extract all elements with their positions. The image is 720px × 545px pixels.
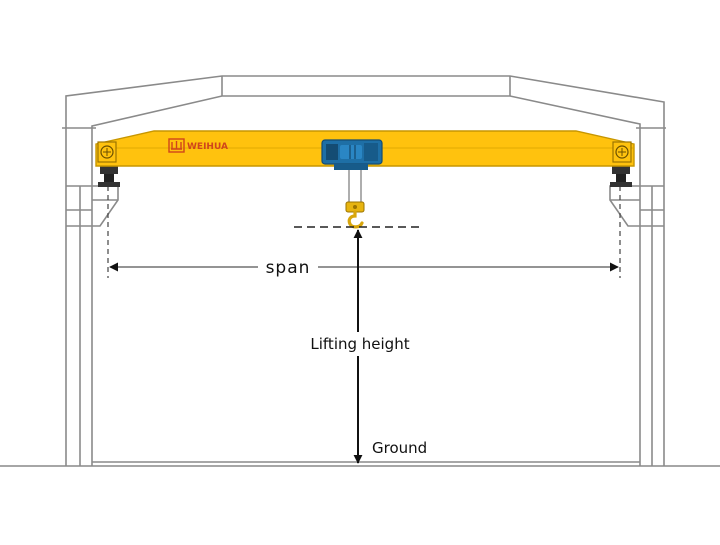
hoist-ropes: [348, 170, 362, 204]
end-truck-right: [610, 164, 632, 187]
lifting-height-dimension: Lifting height Ground: [310, 229, 427, 464]
brand-logo: [168, 138, 185, 153]
lifting-height-label: Lifting height: [310, 335, 409, 353]
end-truck-wheel-icon: [97, 141, 117, 163]
electric-hoist-icon: [321, 139, 383, 170]
span-label: span: [266, 258, 311, 278]
brand-name: WEIHUA: [187, 142, 228, 152]
hook-icon: [345, 201, 365, 229]
end-truck-left: [98, 164, 120, 187]
span-reference-lines: [107, 186, 621, 278]
ground-label: Ground: [372, 439, 427, 457]
span-dimension: span: [109, 258, 619, 278]
end-truck-wheel-icon: [612, 141, 632, 163]
